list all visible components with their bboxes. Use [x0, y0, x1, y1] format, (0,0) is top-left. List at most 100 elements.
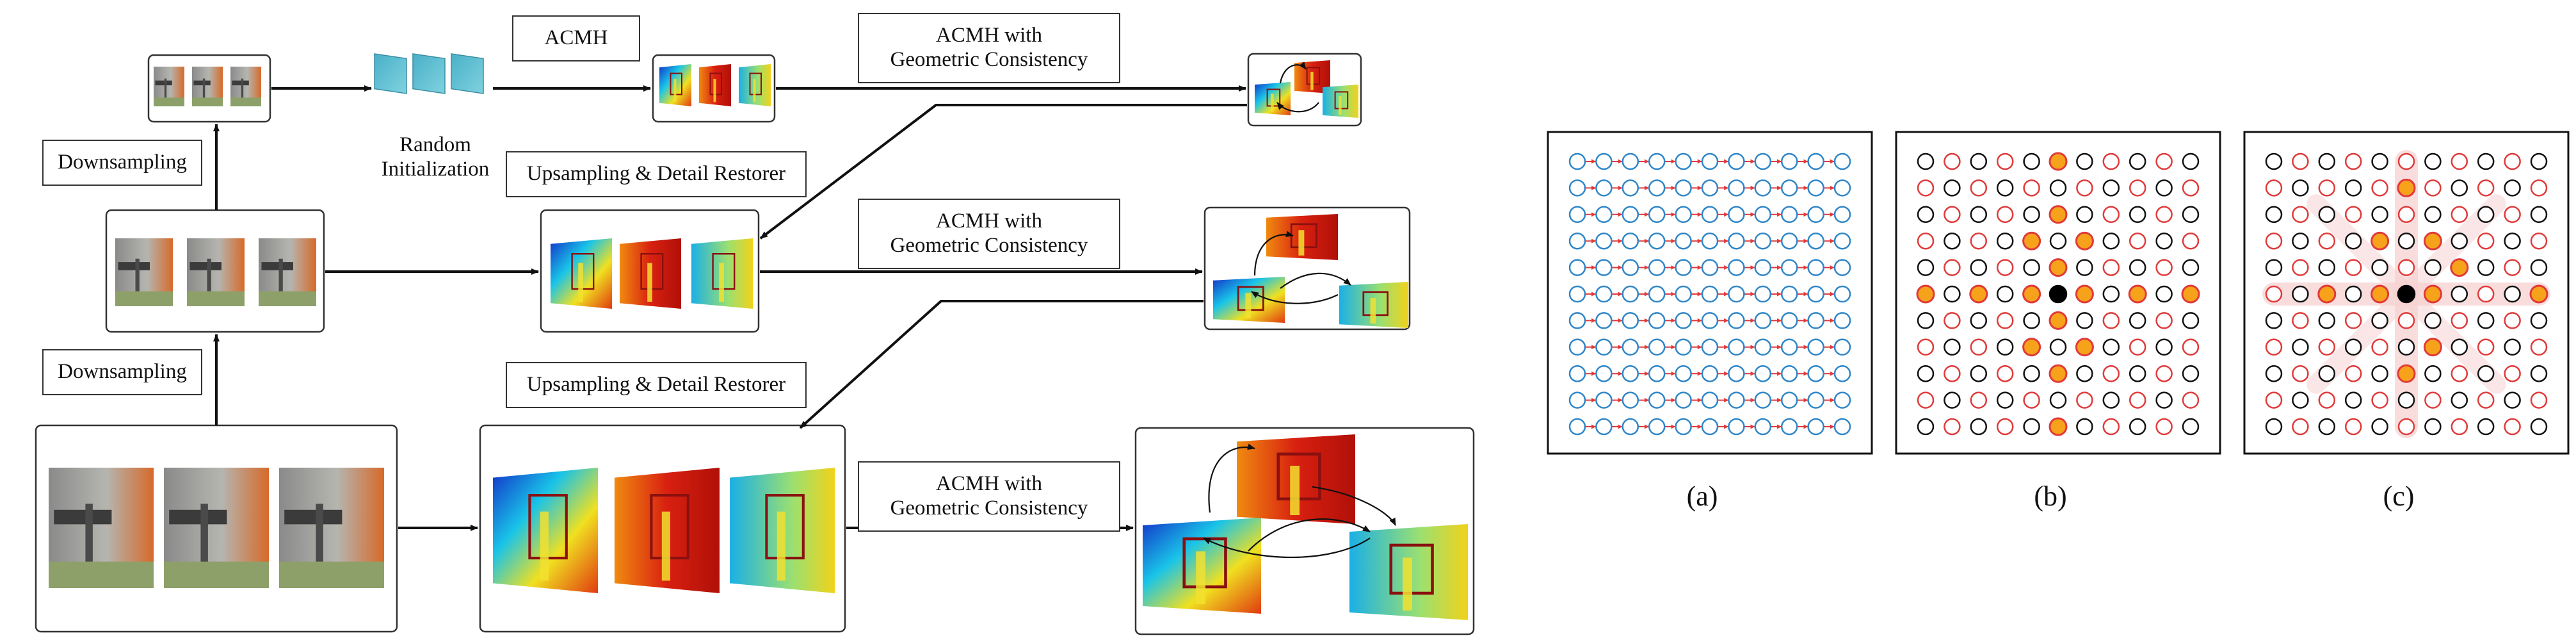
grid-c-pixel — [2318, 179, 2336, 197]
grid-b-sampled-pixel — [2075, 231, 2094, 250]
grid-b-pixel — [2155, 285, 2173, 303]
grid-a-pixel — [1780, 391, 1798, 409]
geo-top-depth-1-bar — [1271, 94, 1274, 112]
grid-a-pixel — [1675, 312, 1692, 329]
upsampled-mid-depth-1 — [551, 238, 612, 309]
grid-a-pixel — [1675, 259, 1692, 276]
grid-b-pixel — [2129, 338, 2146, 356]
downsampling-label-bottom: Downsampling — [42, 349, 202, 395]
grid-c-pixel — [2371, 259, 2388, 276]
grid-b-pixel — [2102, 206, 2120, 224]
grid-a-pixel — [1648, 338, 1666, 356]
grid-b-pixel — [1917, 391, 1935, 409]
geo-top-depth-3 — [1323, 85, 1358, 118]
grid-b-pixel — [1996, 206, 2014, 224]
grid-b-sampled-pixel — [2128, 284, 2147, 304]
grid-b-pixel — [1996, 232, 2014, 250]
grid-a-pixel — [1807, 391, 1824, 409]
grid-c-pixel — [2504, 418, 2521, 436]
grid-a-pixel — [1622, 285, 1639, 303]
grid-b-pixel — [2129, 206, 2146, 224]
grid-b-pixel — [2102, 312, 2120, 329]
grid-c-pixel — [2371, 418, 2388, 436]
grid-c-pixel — [2292, 338, 2309, 356]
grid-c-pixel — [2371, 179, 2388, 197]
grid-c-pixel — [2530, 418, 2548, 436]
grid-a-pixel — [1568, 179, 1586, 197]
grid-a-pixel — [1807, 365, 1824, 382]
grid-c-pixel — [2292, 259, 2309, 276]
grid-c-pixel — [2451, 232, 2468, 250]
grid-c-pixel — [2477, 232, 2495, 250]
grid-b-sampled-pixel — [2075, 284, 2094, 304]
grid-a-pixel — [1780, 312, 1798, 329]
grid-b-pixel — [2129, 179, 2146, 197]
upsampled-bottom-depth-1-bar — [540, 511, 549, 581]
grid-b-center-pixel — [2049, 284, 2068, 304]
grid-b-pixel — [2023, 365, 2040, 382]
grid-b-sampled-pixel — [2022, 284, 2041, 304]
acmh-top-depth-1 — [659, 64, 691, 106]
grid-b-pixel — [1970, 312, 1988, 329]
input-img-top-3-post — [241, 78, 244, 101]
acmh-top-depth-2-bar — [713, 79, 716, 103]
geo-mid-depth-1 — [1213, 277, 1285, 323]
input-img-mid-3-ground — [259, 291, 316, 306]
grid-c-pixel — [2451, 312, 2468, 329]
grid-a-pixel — [1648, 312, 1666, 329]
grid-c-pixel — [2530, 391, 2548, 409]
geo-top-depth-1 — [1255, 82, 1291, 115]
grid-c-pixel — [2371, 312, 2388, 329]
grid-a-pixel — [1780, 259, 1798, 276]
grid-b-pixel — [2023, 259, 2040, 276]
grid-a-pixel — [1728, 259, 1745, 276]
grid-b-pixel — [2155, 152, 2173, 170]
grid-a-pixel — [1648, 285, 1666, 303]
grid-a-pixel — [1622, 338, 1639, 356]
grid-a-pixel — [1568, 312, 1586, 329]
grid-c-pixel — [2424, 418, 2442, 436]
random-init-label: Random Initialization — [381, 133, 490, 181]
grid-b-pixel — [2049, 391, 2067, 409]
grid-c-pixel — [2292, 391, 2309, 409]
input-img-mid-3-post — [278, 258, 283, 297]
grid-a-pixel — [1648, 232, 1666, 250]
grid-c-pixel — [2344, 206, 2362, 224]
grid-c-pixel — [2477, 206, 2495, 224]
grid-b-pixel — [2155, 259, 2173, 276]
grid-c-pixel — [2451, 365, 2468, 382]
geo-bottom-depth-2-bar — [1290, 466, 1300, 515]
grid-b-pixel — [1944, 232, 1961, 250]
grid-a-pixel — [1622, 232, 1639, 250]
grid-b-pixel — [1970, 232, 1988, 250]
grid-c-pixel — [2265, 338, 2283, 356]
grid-c-pixel — [2292, 179, 2309, 197]
grid-b-pixel — [2182, 312, 2200, 329]
grid-a-pixel — [1568, 391, 1586, 409]
grid-b-sampled-pixel — [1969, 284, 1988, 304]
grid-c-pixel — [2451, 418, 2468, 436]
grid-a-pixel — [1648, 391, 1666, 409]
grid-a-pixel — [1622, 259, 1639, 276]
grid-b-pixel — [2076, 418, 2093, 436]
grid-a-pixel — [1568, 365, 1586, 382]
grid-a-pixel — [1648, 152, 1666, 170]
grid-a-pixel — [1648, 365, 1666, 382]
grid-b-pixel — [2102, 365, 2120, 382]
input-img-mid-1-post — [135, 258, 140, 297]
grid-b-pixel — [1917, 338, 1935, 356]
grid-a-pixel — [1648, 418, 1666, 436]
geo-bottom-depth-1-bar — [1196, 551, 1206, 604]
grid-c-pixel — [2265, 285, 2283, 303]
grid-c-pixel — [2504, 391, 2521, 409]
grid-b-pixel — [2102, 418, 2120, 436]
grid-a-pixel — [1780, 338, 1798, 356]
grid-a-pixel — [1675, 232, 1692, 250]
grid-a-pixel — [1754, 418, 1772, 436]
grid-b-sampled-pixel — [2075, 338, 2094, 357]
upsampled-bottom-depth-2-bar — [661, 511, 670, 581]
grid-a-pixel — [1701, 285, 1719, 303]
geo-top-curve-1 — [1279, 62, 1307, 84]
input-img-bottom-2-ground — [164, 561, 269, 588]
